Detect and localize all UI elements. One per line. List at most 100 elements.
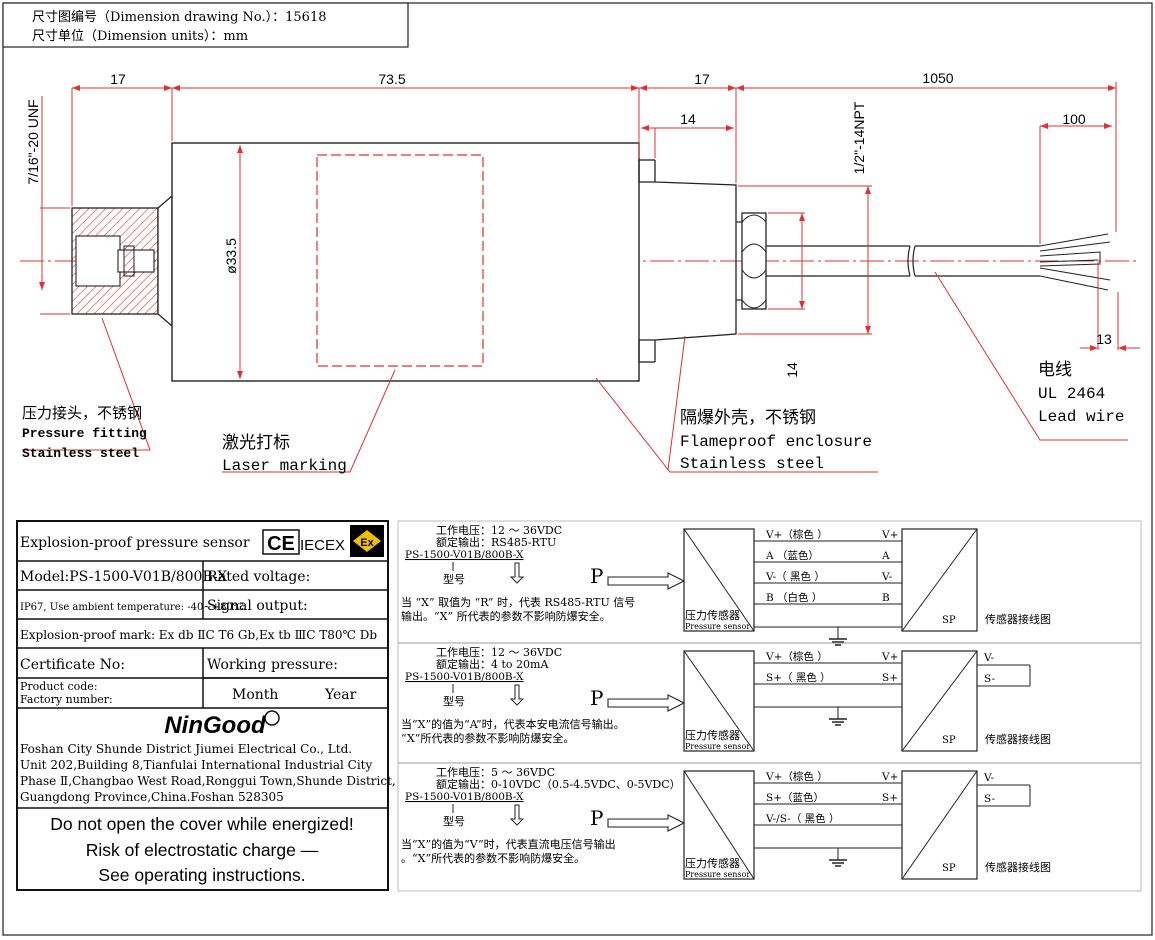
wire-terminal-label: V+: [881, 529, 898, 541]
wire-label: A （蓝色）: [765, 549, 819, 562]
sp-label: SP: [942, 735, 956, 746]
wire-terminal-label: V+: [881, 771, 898, 783]
wire-label: V+（棕色 ）: [765, 650, 828, 663]
company-line-1: Foshan City Shunde District Jiumei Elect…: [20, 742, 352, 756]
model-number-text: PS-1500-V01B/800B-X: [405, 549, 524, 561]
wire-label: V+（棕色 ）: [765, 770, 828, 783]
note-line-1: 当“X”的值为“V”时，代表直流电压信号输出: [401, 837, 616, 851]
model-label-text: 型号: [443, 814, 465, 828]
wire-label: S+（ 黑色 ）: [766, 671, 831, 684]
pressure-fitting: [71, 194, 173, 328]
company-logo: NinGood: [164, 712, 267, 739]
warning-line-3: See operating instructions.: [98, 865, 305, 885]
wiring-diagram-3: 工作电压：5 ～ 36VDC额定输出：0-10VDC（0.5-4.5VDC、0-…: [398, 762, 1141, 880]
dim-100: 100: [1062, 111, 1086, 127]
wiring-diagram-1: 工作电压：12 ～ 36VDC额定输出：RS485-RTUPS-1500-V01…: [401, 524, 1051, 646]
dim-diameter-33-5: ø33.5: [223, 238, 239, 274]
thread-7-16-unf: 7/16"-20 UNF: [25, 99, 41, 184]
fitting-material-en: Stainless steel: [22, 446, 139, 461]
wiring-diagram-title: 传感器接线图: [985, 612, 1051, 626]
company-line-4: Guangdong Province,China.Foshan 528305: [20, 790, 284, 804]
dim-17-left: 17: [110, 71, 126, 87]
model-number-text: PS-1500-V01B/800B-X: [405, 791, 524, 803]
dim-14-top: 14: [680, 111, 696, 127]
warning-line-1: Do not open the cover while energized!: [50, 814, 354, 834]
wire-label: S+（蓝色）: [766, 791, 824, 804]
signal-output-field: Signal output:: [207, 598, 308, 614]
sensor-drawing: 17 73.5 17 1050 14 100 13 14 ø33.5 7/16"…: [20, 70, 1140, 475]
company-line-3: Phase Ⅱ,Changbao West Road,Ronggui Town,…: [20, 774, 396, 788]
ground-icon: [829, 638, 847, 646]
ex-mark: Ex: [360, 537, 374, 549]
laser-label-en: Laser marking: [222, 457, 347, 475]
wiring-diagrams: 工作电压：12 ～ 36VDC额定输出：RS485-RTUPS-1500-V01…: [398, 524, 1141, 880]
pressure-arrow: [607, 814, 686, 832]
ex-mark-field: Explosion-proof mark: Ex db ⅡC T6 Gb,Ex …: [20, 628, 377, 642]
sensor-label-en: Pressure sensor: [685, 870, 750, 879]
output-terminal-label: S-: [984, 793, 996, 805]
output-terminal-label: S-: [984, 673, 996, 685]
wire-terminal-label: S+: [882, 672, 898, 684]
sensor-label-cn: 压力传感器: [685, 609, 740, 622]
rated-output-text: 额定输出：4 to 20mA: [436, 657, 549, 671]
wire-label-cn: 电线: [1038, 360, 1072, 380]
model-label-text: 型号: [443, 694, 465, 708]
fitting-label-cn: 压力接头，不锈钢: [22, 404, 142, 422]
enclosure-material-en: Stainless steel: [680, 455, 824, 473]
note-line-1: 当 “X” 取值为 “R” 时，代表 RS485-RTU 信号: [401, 595, 635, 609]
note-line-2: 。“X”所代表的参数不影响防爆安全。: [401, 851, 585, 865]
lead-wire-cable: [766, 233, 1111, 291]
ip-temperature-field: IP67, Use ambient temperature: -40~+80℃: [20, 602, 244, 613]
dim-13: 13: [1096, 331, 1112, 347]
note-line-2: 输出。“X” 所代表的参数不影响防爆安全。: [401, 609, 611, 623]
wiring-diagram-title: 传感器接线图: [985, 732, 1051, 746]
wire-label: V-（ 黑色 ）: [765, 570, 825, 583]
wire-label: V+（棕色 ）: [765, 528, 828, 541]
month-field: Month: [232, 687, 278, 703]
supply-voltage-text: 工作电压：12 ～ 36VDC: [436, 646, 562, 659]
dimension-lines: [22, 82, 1140, 473]
warning-line-2: Risk of electrostatic charge —: [86, 840, 319, 860]
sensor-label-cn: 压力传感器: [685, 857, 740, 870]
laser-marking-area: [316, 154, 484, 367]
sensor-label-en: Pressure sensor: [685, 742, 750, 751]
note-line-2: “X”所代表的参数不影响防爆安全。: [401, 731, 574, 745]
model-field: Model:PS-1500-V01B/800B-X: [20, 569, 227, 585]
rated-output-text: 额定输出：RS485-RTU: [436, 535, 556, 549]
model-label-text: 型号: [443, 572, 465, 586]
wire-terminal-label: V-: [881, 571, 893, 583]
pressure-symbol: P: [590, 686, 603, 710]
rated-output-text: 额定输出：0-10VDC（0.5-4.5VDC、0-5VDC）: [436, 777, 681, 791]
ground-icon: [829, 859, 847, 867]
wire-label: B （白色 ）: [766, 591, 822, 604]
sensor-label-cn: 压力传感器: [685, 729, 740, 742]
wire-terminal-label: B: [882, 592, 890, 604]
wire-terminal-label: V+: [881, 651, 898, 663]
note-line-1: 当“X”的值为“A”时，代表本安电流信号输出。: [401, 717, 625, 731]
rated-voltage-field: Rated voltage:: [207, 569, 310, 585]
pressure-symbol: P: [590, 806, 603, 830]
pressure-arrow: [607, 572, 686, 590]
pressure-arrow: [607, 694, 686, 712]
dim-1050: 1050: [922, 70, 953, 86]
enclosure-label-en: Flameproof enclosure: [680, 433, 872, 451]
product-code-field: Product code:: [20, 680, 98, 693]
certificate-field: Certificate No:: [20, 657, 125, 673]
wire-terminal-label: A: [881, 550, 890, 562]
laser-label-cn: 激光打标: [222, 433, 290, 453]
year-field: Year: [324, 687, 357, 703]
pressure-symbol: P: [590, 564, 603, 588]
ground-icon: [829, 718, 847, 726]
iecex-mark: IECEX: [300, 537, 345, 554]
output-terminal-label: V-: [983, 772, 995, 784]
title-block: 尺寸图编号（Dimension drawing No.）：15618 尺寸单位（…: [2, 2, 409, 48]
wiring-panel: [397, 520, 1142, 892]
model-number-text: PS-1500-V01B/800B-X: [405, 671, 524, 683]
output-terminal-label: V-: [983, 652, 995, 664]
npt-thread: [639, 160, 737, 362]
wiring-diagram-title: 传感器接线图: [985, 860, 1051, 874]
ce-mark: CE: [267, 533, 295, 555]
